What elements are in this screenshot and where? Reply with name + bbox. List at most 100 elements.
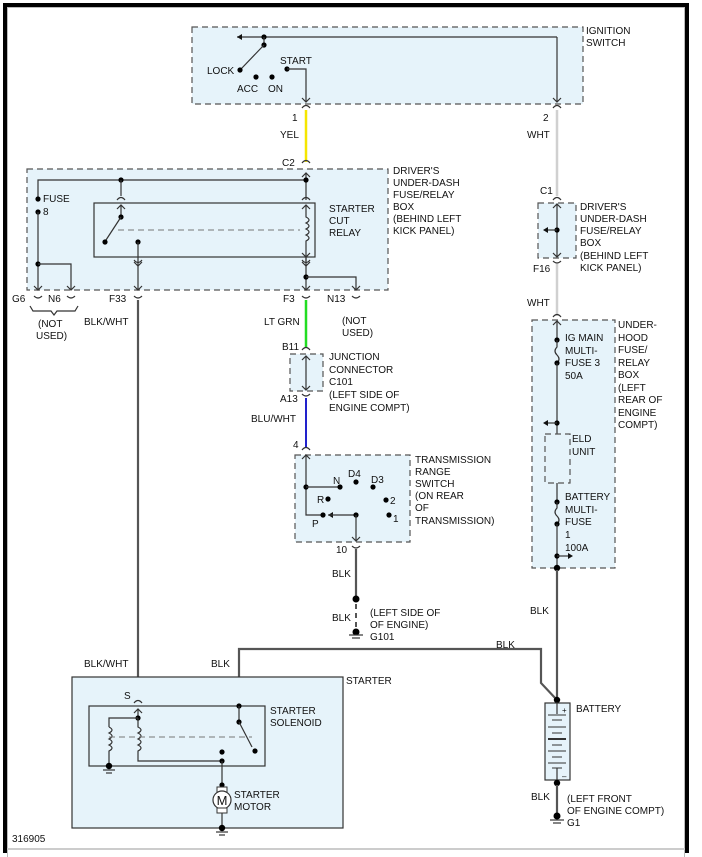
relay-out-connector-icon bbox=[133, 259, 143, 267]
pin-s-label: S bbox=[124, 691, 131, 702]
c1-connector-icon bbox=[552, 196, 562, 201]
battery-output-arrow-icon bbox=[568, 553, 573, 559]
eld-unit-box bbox=[544, 433, 571, 484]
blu-wht-label: BLU/WHT bbox=[251, 414, 296, 425]
trs-label-5: OF bbox=[415, 503, 429, 514]
ignition-switch: LOCK ACC ON START IGNITION SWITCH 1 2 bbox=[191, 26, 630, 124]
d3-contact bbox=[370, 484, 376, 490]
battery-minus-sign: – bbox=[562, 772, 567, 781]
solenoid-contact-blade bbox=[238, 721, 253, 748]
relay-nc-contact bbox=[102, 239, 108, 245]
r-contact bbox=[325, 496, 331, 502]
g1-location-1: (LEFT FRONT bbox=[567, 794, 632, 805]
ignition-switch-box bbox=[191, 26, 584, 105]
relay-in-connector-icon bbox=[116, 196, 126, 201]
ignition-switch-label-2: SWITCH bbox=[586, 38, 625, 49]
hold-coil-feed bbox=[108, 717, 138, 727]
f33-connector-icon bbox=[133, 285, 143, 299]
battery-fuse-label-4: 1 bbox=[565, 530, 571, 541]
p-contact bbox=[320, 512, 326, 518]
wht-wire-label-top: WHT bbox=[527, 130, 550, 141]
solenoid-label-2: SOLENOID bbox=[270, 718, 322, 729]
junction-label-3: C101 bbox=[329, 377, 353, 388]
battery-fuse-label-3: FUSE bbox=[565, 517, 592, 528]
relay-label-1: STARTER bbox=[329, 204, 375, 215]
battery: + – BATTERY bbox=[544, 696, 622, 787]
battery-cable-label: BLK bbox=[496, 640, 515, 651]
pull-in-coil-icon bbox=[136, 718, 222, 762]
f16-connector-icon bbox=[552, 260, 562, 264]
motor-ground-icon bbox=[216, 824, 228, 836]
solenoid-contact-point bbox=[252, 748, 258, 754]
f3-label: F3 bbox=[283, 294, 295, 305]
underhood-label-2: HOOD bbox=[618, 333, 648, 344]
ignition-switch-label-1: IGNITION bbox=[586, 26, 630, 37]
c2-junction-dot bbox=[303, 177, 309, 183]
trs-label-2: RANGE bbox=[415, 467, 451, 478]
on-label: ON bbox=[268, 84, 283, 95]
n13-not-used-label-1: (NOT bbox=[342, 316, 366, 327]
not-used-bracket bbox=[29, 305, 79, 316]
drivers-fuse-relay-box: C2 FUSE 8 STARTER CUT RELAY bbox=[12, 158, 461, 342]
starter-cut-relay-box bbox=[93, 202, 316, 258]
trs-label-6: TRANSMISSION) bbox=[415, 516, 494, 527]
pin1-label: 1 bbox=[292, 113, 298, 124]
g6-connector-icon bbox=[33, 285, 43, 299]
junction-through-wire bbox=[301, 355, 311, 391]
pin2-label: 2 bbox=[543, 113, 549, 124]
starter-motor-icon: M bbox=[212, 786, 232, 814]
starter-label: STARTER bbox=[346, 676, 392, 687]
start-wire bbox=[287, 68, 307, 102]
secondary-label-3: FUSE/RELAY bbox=[580, 226, 642, 237]
n-label: N bbox=[333, 476, 340, 487]
relay-contact-blade bbox=[105, 216, 122, 241]
blk-wht-label-bottom: BLK/WHT bbox=[84, 659, 128, 670]
n6-branch-wire bbox=[38, 263, 72, 289]
on-contact bbox=[269, 74, 275, 80]
drivers-box-label-4: BOX bbox=[393, 202, 414, 213]
g6-label: G6 bbox=[12, 294, 26, 305]
a13-label: A13 bbox=[280, 394, 298, 405]
wht-wire-label-mid: WHT bbox=[527, 298, 550, 309]
c2-label: C2 bbox=[282, 158, 295, 169]
secondary-label-2: UNDER-DASH bbox=[580, 214, 647, 225]
motor-symbol: M bbox=[217, 793, 228, 808]
underhood-label-1: UNDER- bbox=[618, 320, 657, 331]
trs-label-3: SWITCH bbox=[415, 479, 454, 490]
underhood-label-9: COMPT) bbox=[618, 420, 657, 431]
g101-location-1: (LEFT SIDE OF bbox=[370, 608, 440, 619]
hold-in-coil-icon bbox=[107, 726, 113, 766]
underhood-label-4: RELAY bbox=[618, 358, 650, 369]
drivers-fuse-box-secondary: C1 F16 DRIVER'S UNDER-DASH FUSE/RELAY BO… bbox=[533, 186, 648, 275]
g101-splice-dot bbox=[352, 595, 360, 603]
eld-label-1: ELD bbox=[572, 434, 591, 445]
n13-branch-wire bbox=[306, 276, 357, 290]
drivers-box-label-1: DRIVER'S bbox=[393, 166, 440, 177]
n13-label: N13 bbox=[327, 294, 346, 305]
lock-label: LOCK bbox=[207, 66, 235, 77]
n6-connector-icon bbox=[66, 285, 76, 299]
f3-connector-icon bbox=[301, 285, 311, 299]
g101-location-2: OF ENGINE) bbox=[370, 620, 428, 631]
junction-label-2: CONNECTOR bbox=[329, 365, 393, 376]
lt-grn-label: LT GRN bbox=[264, 317, 300, 328]
underhood-connector-icon bbox=[552, 313, 562, 318]
two-contact bbox=[383, 497, 389, 503]
diagram-bottom-rule bbox=[7, 848, 685, 850]
battery-fuse-label-5: 100A bbox=[565, 543, 589, 554]
not-used-label-1: (NOT bbox=[38, 319, 62, 330]
c1-label: C1 bbox=[540, 186, 553, 197]
junction-label-5: ENGINE COMPT) bbox=[329, 403, 410, 414]
underhood-exit-dot bbox=[553, 564, 561, 572]
battery-plus-sign: + bbox=[562, 706, 567, 715]
pin10-connector-icon bbox=[351, 545, 361, 549]
diagram-frame-inner bbox=[7, 7, 685, 857]
n6-label: N6 bbox=[48, 294, 61, 305]
g101-ground-icon bbox=[349, 628, 363, 639]
a13-connector-icon bbox=[301, 393, 311, 397]
drivers-fuse-box-outline bbox=[26, 168, 389, 291]
g1-ground-icon bbox=[550, 812, 564, 824]
motor-label-1: STARTER bbox=[234, 790, 280, 801]
drivers-box-label-6: KICK PANEL) bbox=[393, 226, 455, 237]
fuse-number: 8 bbox=[43, 207, 49, 218]
